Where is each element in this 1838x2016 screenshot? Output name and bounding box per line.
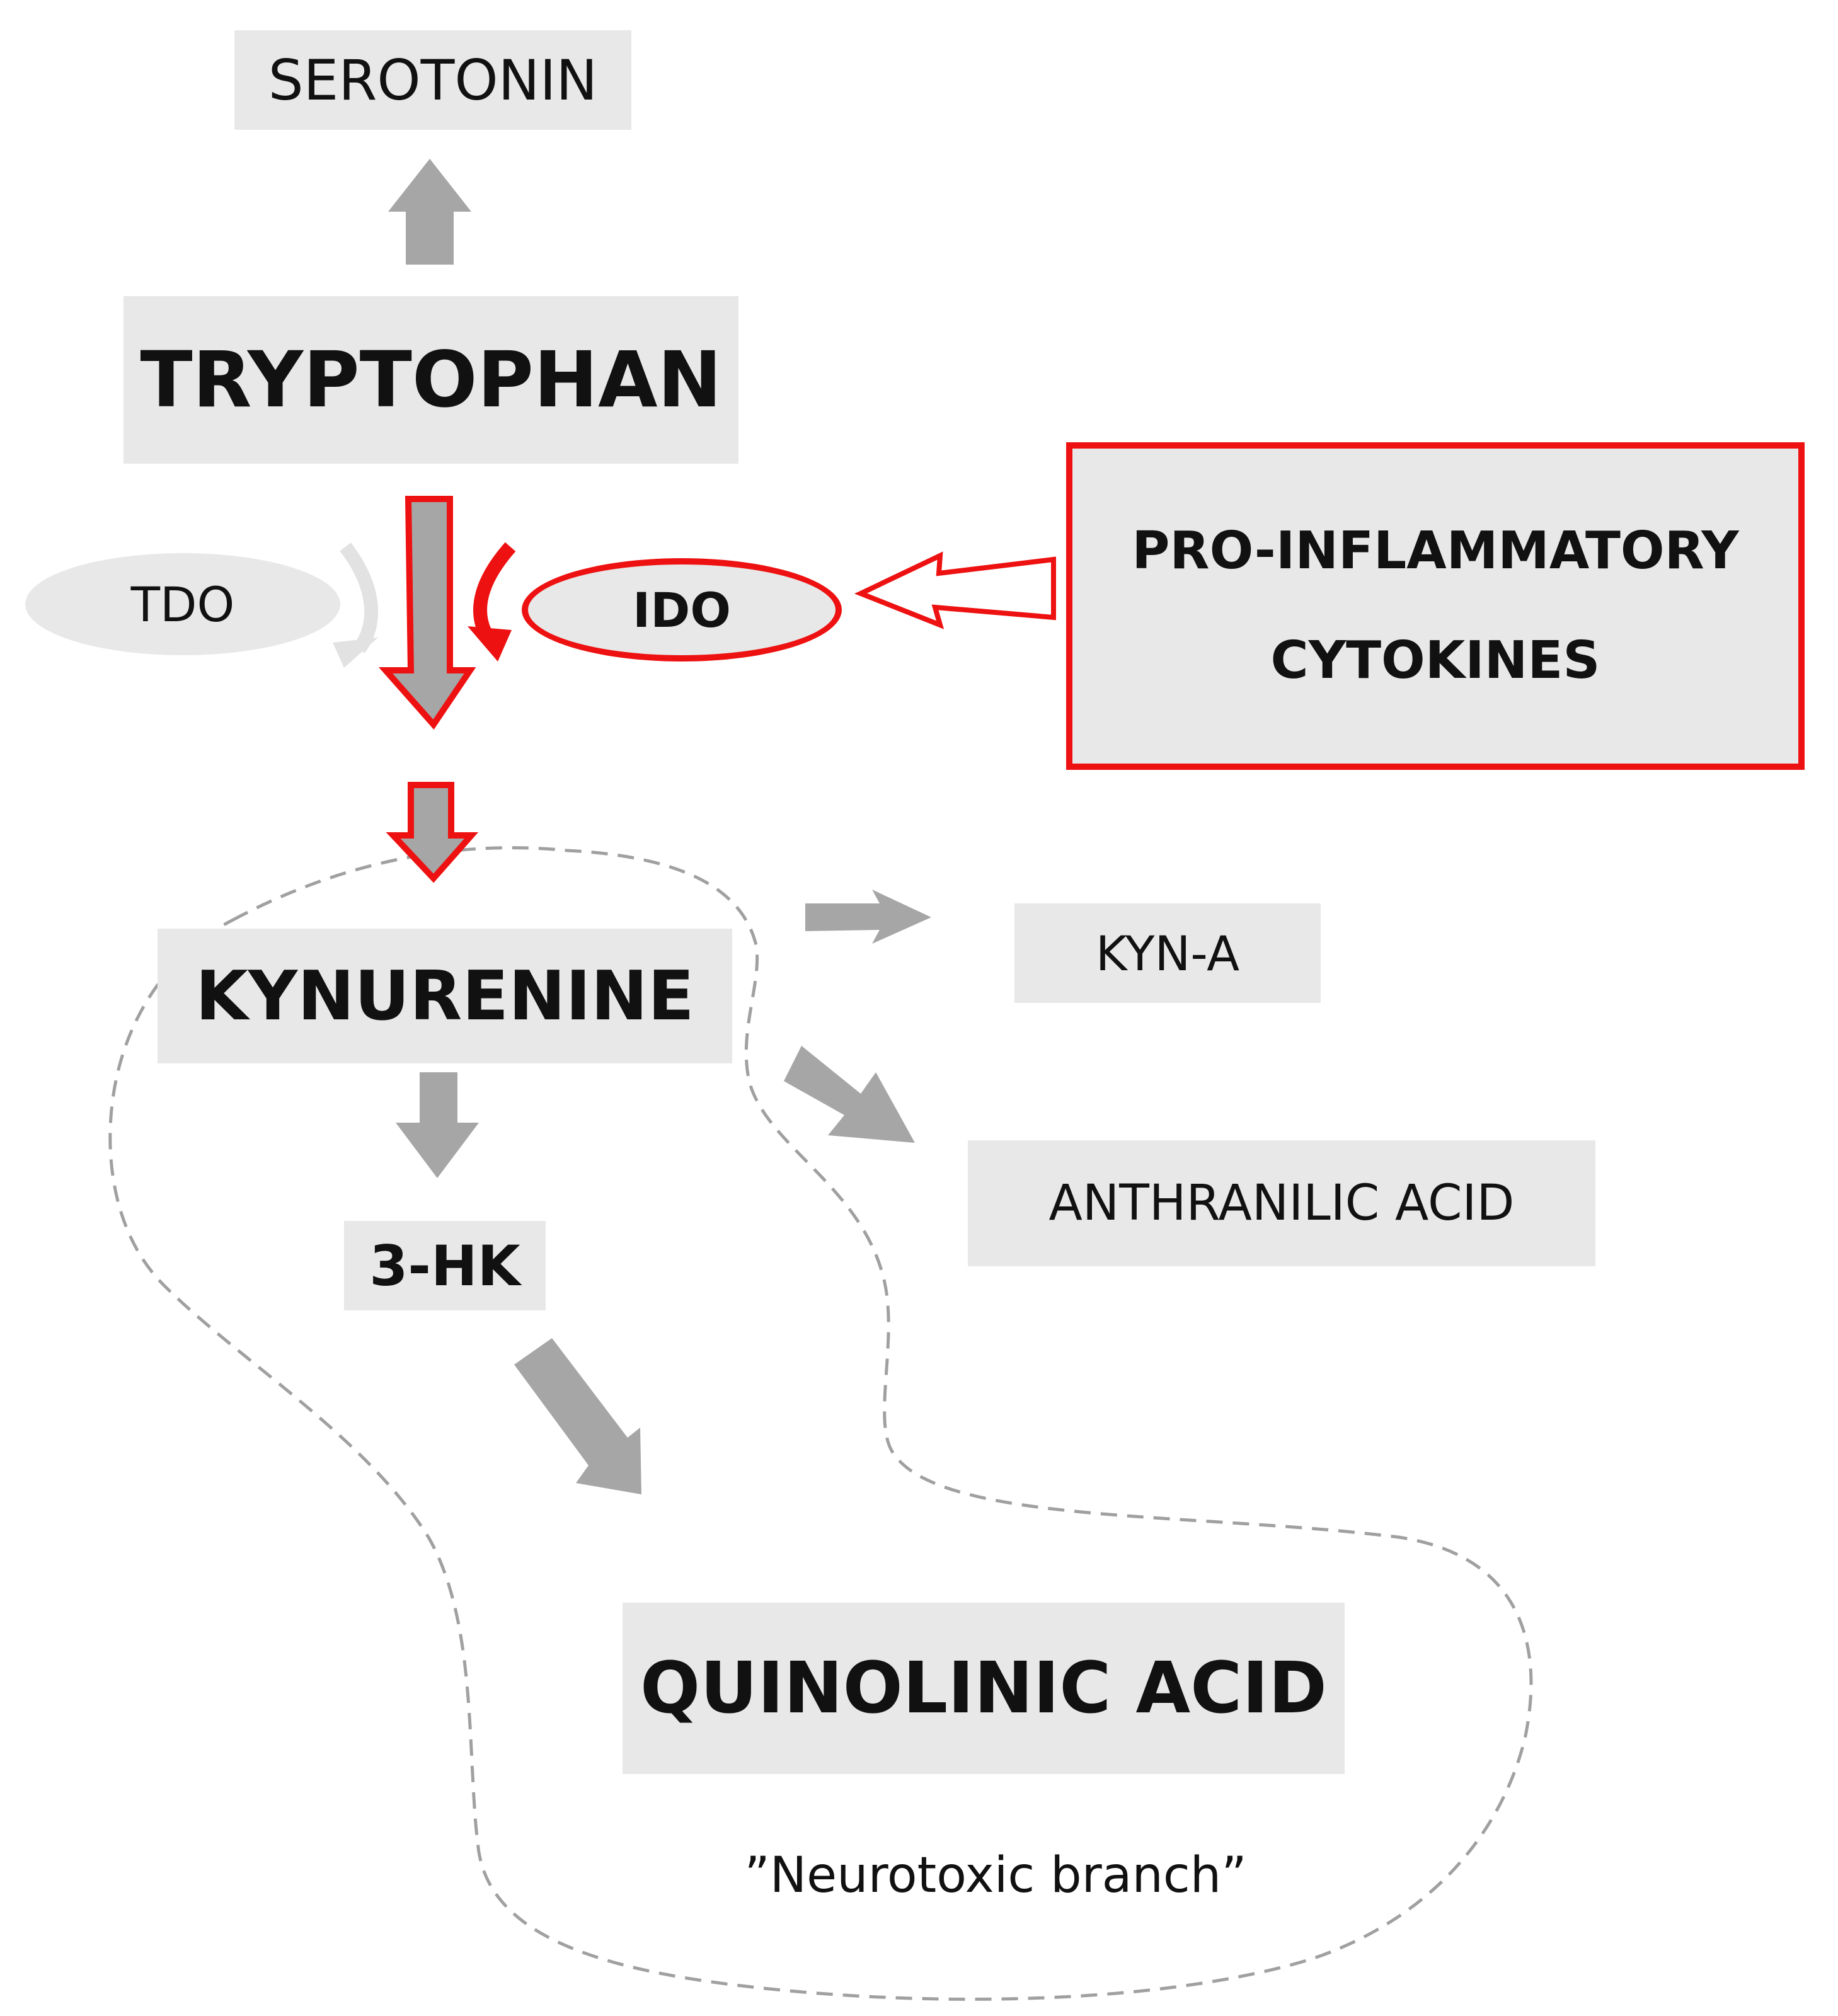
quinolinic-acid-label: QUINOLINIC ACID [640,1647,1327,1729]
arrow-tryptophan-to-kynurenine-upper [378,496,476,730]
ido-curved-arrow [473,542,516,636]
cytokines-label-line2: CYTOKINES [1270,631,1600,690]
tdo-label: TDO [130,576,235,633]
arrow-kynurenine-to-kyna [805,890,931,944]
tryptophan-label: TRYPTOPHAN [140,335,722,425]
kynurenine-node: KYNURENINE [158,929,732,1063]
quinolinic-acid-node: QUINOLINIC ACID [623,1603,1345,1774]
ido-curved-arrowhead [468,626,512,662]
arrow-tryptophan-to-kynurenine-lower [386,782,479,883]
kynurenine-label: KYNURENINE [195,956,694,1036]
anthranilic-acid-label: ANTHRANILIC ACID [1048,1175,1515,1232]
arrow-cytokines-to-ido [854,551,1056,629]
arrow-3hk-to-quinolinic [514,1338,641,1494]
tdo-curved-arrow [340,542,379,653]
cytokines-label-line1: PRO-INFLAMMATORY [1132,521,1739,581]
serotonin-node: SEROTONIN [234,30,631,130]
neurotoxic-branch-outline [108,846,1533,2001]
tdo-curved-arrowhead [333,638,378,668]
3hk-node: 3-HK [344,1221,546,1310]
ido-enzyme-node: IDO [522,558,842,662]
arrow-kynurenine-to-3hk [396,1072,479,1178]
arrow-tryptophan-to-serotonin [388,159,471,265]
neurotoxic-branch-caption: ”Neurotoxic branch” [744,1847,1247,1904]
pro-inflammatory-cytokines-node: PRO-INFLAMMATORY CYTOKINES [1066,442,1805,770]
arrow-kynurenine-to-anthranilic [784,1046,915,1143]
kyna-label: KYN-A [1095,925,1240,982]
tryptophan-node: TRYPTOPHAN [123,296,738,464]
ido-label: IDO [633,581,731,638]
3hk-label: 3-HK [369,1233,520,1298]
serotonin-label: SEROTONIN [268,47,598,113]
tdo-enzyme-node: TDO [25,553,340,655]
kyna-node: KYN-A [1014,903,1321,1003]
anthranilic-acid-node: ANTHRANILIC ACID [968,1140,1595,1266]
